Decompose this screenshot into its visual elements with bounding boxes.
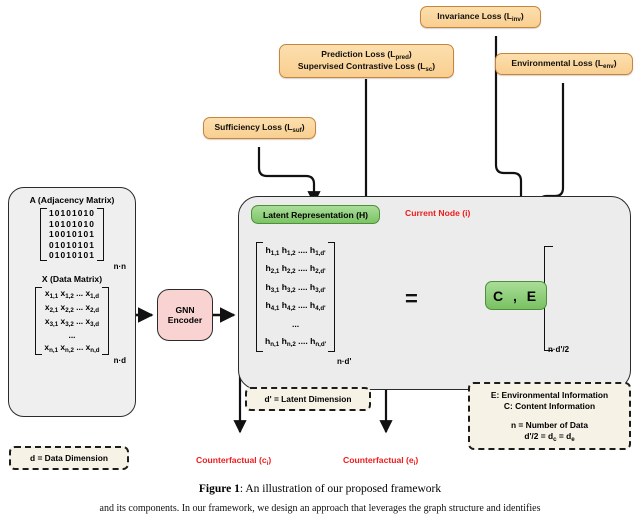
bracket-left-icon: [35, 286, 43, 355]
data-row: x2,1 x2,2 ... x2,d: [44, 301, 100, 314]
adjacency-matrix: 10101010 10101010 10010101 01010101 0101…: [39, 208, 105, 261]
sub-dc: c: [553, 435, 557, 443]
adjacency-dim-label: n·n: [113, 261, 126, 271]
latent-dim-label: n·d': [337, 357, 352, 366]
note-latent-dimension: d' = Latent Dimension: [245, 387, 371, 411]
latent-matrix-h: h1,1 h1,2 .... h1,d' h2,1 h2,2 .... h2,d…: [256, 241, 336, 352]
loss-label-environmental: Environmental Loss (Lenv): [511, 58, 617, 70]
loss-label-prediction: Prediction Loss (Lpred): [321, 49, 412, 61]
adjacency-matrix-title: A (Adjacency Matrix): [29, 195, 115, 205]
sub-de: e: [571, 435, 575, 443]
bracket-right-icon: [328, 241, 336, 352]
bracket-right-icon: [97, 208, 105, 261]
legend-line-content: C: Content Information: [503, 400, 596, 411]
sub-suf: suf: [292, 127, 302, 134]
input-panel: A (Adjacency Matrix) 10101010 10101010 1…: [8, 187, 136, 417]
figure-body-text: and its components. In our framework, we…: [99, 503, 541, 514]
loss-box-environmental[interactable]: Environmental Loss (Lenv): [495, 53, 633, 75]
current-node-label: Current Node (i): [405, 208, 471, 218]
data-row: x1,1 x1,2 ... x1,d: [44, 287, 100, 300]
caption-text: Figure 1: An illustration of our propose…: [199, 483, 441, 495]
bracket-right-icon: [101, 286, 109, 355]
ce-bracket: [543, 246, 640, 351]
gnn-encoder-label: GNN Encoder: [167, 305, 203, 325]
legend-line-dims: d'/2 = dc = de: [524, 430, 575, 443]
latent-row: h4,1 h4,2 .... h4,d': [265, 300, 326, 312]
adjacency-row: 01010101: [48, 250, 96, 260]
latent-row: h3,1 h3,2 .... h3,d': [265, 281, 326, 294]
latent-representation-title: Latent Representation (H): [251, 205, 380, 224]
latent-row: h2,1 h2,2 .... h2,d': [265, 263, 326, 275]
loss-box-sufficiency[interactable]: Sufficiency Loss (Lsuf): [203, 117, 316, 139]
ce-dim-label: n·d'/2: [548, 345, 570, 354]
counterfactual-c-label: Counterfactual (ci): [196, 455, 272, 467]
ce-label: C , E: [492, 287, 540, 304]
sub-i-c: i: [266, 460, 269, 467]
counterfactual-e-text: Counterfactual (ei): [343, 455, 419, 467]
note-data-dimension-text: d = Data Dimension: [30, 452, 108, 463]
loss-box-prediction-supcon[interactable]: Prediction Loss (Lpred) Supervised Contr…: [279, 44, 454, 78]
note-latent-dimension-text: d' = Latent Dimension: [264, 393, 352, 404]
caption-body: : An illustration of our proposed framew…: [239, 483, 442, 495]
caption-prefix: Figure 1: [198, 483, 240, 495]
data-matrix-title: X (Data Matrix): [41, 273, 103, 284]
loss-label-supcon: Supervised Contrastive Loss (Lsc): [297, 61, 436, 73]
note-data-dimension: d = Data Dimension: [9, 446, 129, 470]
sub-sc: sc: [425, 66, 433, 73]
sub-pred: pred: [395, 54, 409, 61]
note-legend: E: Environmental Information C: Content …: [468, 382, 631, 450]
data-row: xn,1 xn,2 ... xn,d: [44, 341, 100, 354]
content-environment-box[interactable]: C , E: [485, 281, 547, 310]
figure-caption: Figure 1: An illustration of our propose…: [0, 483, 640, 495]
data-row: ...: [68, 329, 76, 340]
latent-row: ...: [291, 318, 300, 329]
latent-row: h1,1 h1,2 .... h1,d': [265, 244, 326, 257]
data-row: x3,1 x3,2 ... x3,d: [44, 315, 100, 328]
gnn-encoder-block[interactable]: GNN Encoder: [157, 289, 213, 341]
counterfactual-e-label: Counterfactual (ei): [343, 455, 419, 467]
sub-inv: inv: [511, 16, 521, 23]
adjacency-row: 10101010: [48, 208, 96, 218]
loss-box-invariance[interactable]: Invariance Loss (Linv): [420, 6, 541, 28]
legend-line-n: n = Number of Data: [510, 419, 588, 430]
adjacency-row: 10101010: [48, 218, 96, 229]
latent-row: hn,1 hn,2 .... hn,d': [265, 336, 327, 348]
sub-i-e: i: [413, 460, 416, 467]
loss-label-sufficiency: Sufficiency Loss (Lsuf): [214, 122, 305, 134]
legend-line-environmental: E: Environmental Information: [490, 389, 609, 400]
equals-sign: =: [405, 286, 418, 311]
loss-label-invariance: Invariance Loss (Linv): [437, 11, 524, 23]
data-dim-label: n·d: [113, 355, 126, 365]
counterfactual-c-text: Counterfactual (ci): [196, 455, 272, 467]
bracket-left-icon: [39, 208, 47, 261]
adjacency-row: 10010101: [48, 229, 96, 239]
bracket-left-icon: [256, 241, 263, 352]
data-matrix: x1,1 x1,2 ... x1,d x2,1 x2,2 ... x2,d x3…: [35, 286, 109, 355]
latent-title-label: Latent Representation (H): [262, 209, 369, 220]
adjacency-row: 01010101: [48, 239, 96, 250]
sub-env: env: [603, 63, 614, 70]
latent-representation-panel: [238, 196, 631, 390]
